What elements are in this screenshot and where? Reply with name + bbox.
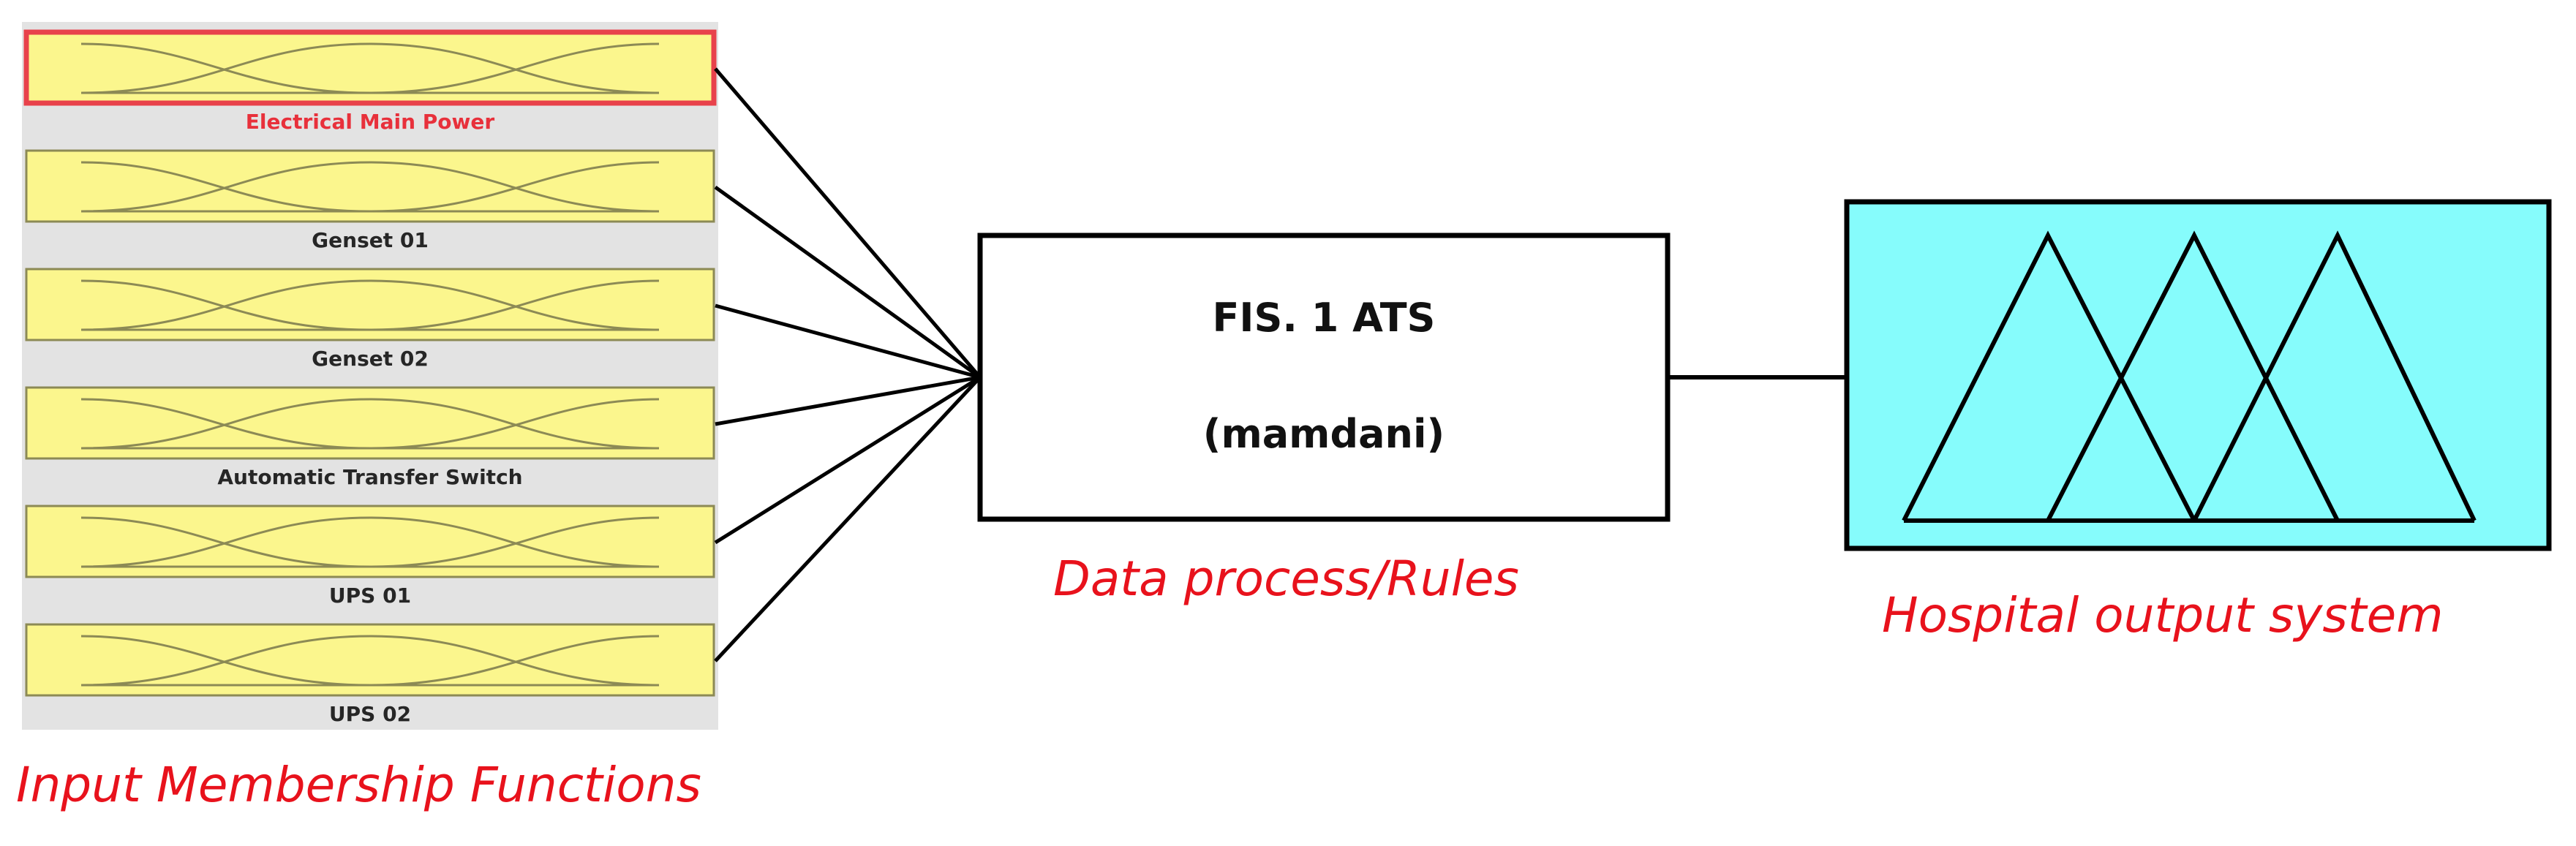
connector-line-2 [714,185,982,379]
input-mf-label: UPS 01 [328,583,412,608]
connector-line-4 [715,375,981,426]
input-mf-label: Genset 01 [312,228,429,252]
input-mf-curve-3 [80,516,660,568]
input-mf-curve-3 [80,398,660,450]
fis-caption: Data process/Rules [1053,551,1519,607]
input-mf-3[interactable] [25,268,715,341]
connector-lines [714,67,982,662]
output-mf-triangle-3 [2192,230,2477,522]
input-mf-label: UPS 02 [328,702,412,726]
input-caption: Input Membership Functions [16,757,701,813]
input-mf-6[interactable] [25,623,715,697]
output-caption: Hospital output system [1882,587,2444,643]
input-mf-curve-3 [80,161,660,213]
connector-line-6 [714,376,982,662]
input-mf-label: Automatic Transfer Switch [217,465,523,489]
input-mf-5[interactable] [25,505,715,578]
input-mf-curve-3 [80,42,660,94]
fis-name: FIS. 1 ATS [1212,295,1436,341]
input-mf-label: Electrical Main Power [245,110,495,134]
output-mf-triangle-1 [1902,230,2196,522]
output-mf-box[interactable] [1844,199,2552,551]
input-mf-4[interactable] [25,386,715,460]
input-mf-label: Genset 02 [312,347,429,371]
input-mf-group [23,29,717,697]
connector-line-5 [714,375,982,545]
input-mf-2[interactable] [25,149,715,223]
connector-line-1 [714,67,982,379]
input-mf-curve-3 [80,279,660,331]
input-mf-panel [22,22,718,730]
fis-method: (mamdani) [1202,411,1445,457]
output-mf-triangle-2 [2046,230,2340,522]
fis-block[interactable] [977,233,1671,522]
input-mf-1[interactable] [23,29,717,106]
connector-line-3 [715,303,981,379]
input-mf-curve-3 [80,635,660,687]
